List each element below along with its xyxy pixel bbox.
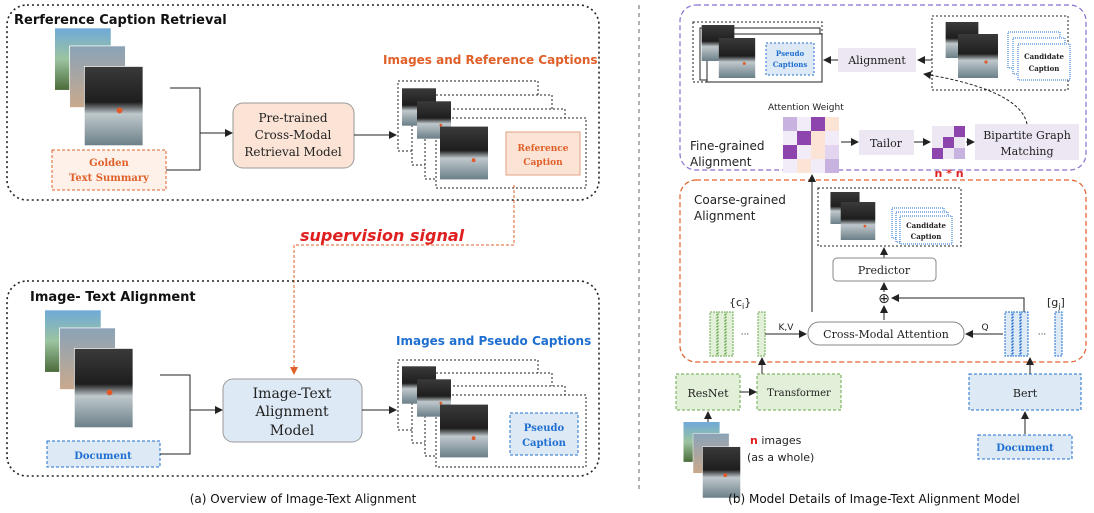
caption-line1: Reference [517, 144, 568, 154]
image-text-alignment-panel: Image- Text Alignment Document Image-Tex… [6, 280, 600, 477]
bert-label: Bert [1013, 387, 1038, 400]
candidate-line2: Caption [911, 232, 942, 241]
caption-line1: Pseudo [524, 423, 565, 434]
candidate-caption-box [1017, 43, 1071, 81]
input-line2: Text Summary [69, 173, 150, 184]
n-star-n-label: n * n [934, 167, 963, 180]
tailor-label: Tailor [870, 137, 903, 150]
candidate-line1: Candidate [1024, 52, 1064, 61]
photo-stack-icon [55, 28, 143, 146]
cross-attention-label: Cross-Modal Attention [823, 328, 949, 341]
image-features [709, 311, 766, 357]
document-box [46, 440, 161, 468]
attention-weight-label: Attention Weight [768, 103, 844, 113]
panel-title: Rerference Caption Retrieval [14, 13, 227, 28]
transformer-label: Transformer [767, 388, 831, 399]
right-figure-caption: (b) Model Details of Image-Text Alignmen… [728, 492, 1020, 506]
coarse-label-line2: Alignment [694, 209, 756, 223]
pseudo-caption-box [509, 412, 579, 456]
resnet-box [675, 373, 741, 411]
golden-text-summary-box [51, 149, 167, 191]
predictor-label: Predictor [858, 264, 911, 277]
text-features [1004, 311, 1063, 357]
q-label: Q [981, 323, 988, 333]
caption-line2: Caption [523, 158, 563, 168]
tailored-matrix [932, 126, 965, 159]
bipartite-matching-box [975, 124, 1079, 160]
gj-label: [gj] [1047, 296, 1065, 311]
model-line2: Cross-Modal [255, 128, 332, 142]
fine-label-line2: Alignment [690, 155, 752, 169]
input-document: Document [74, 451, 132, 462]
candidate-line2: Caption [1029, 64, 1060, 73]
plus-circle-icon: ⊕ [878, 291, 890, 307]
candidate-line1: Candidate [906, 221, 946, 230]
coarse-label-line1: Coarse-grained [694, 193, 786, 207]
model-line3: Retrieval Model [244, 145, 342, 159]
photo-icon [840, 202, 876, 240]
ci-label: {ci} [729, 296, 751, 311]
model-line2: Alignment [254, 404, 329, 420]
kv-label: K,V [779, 323, 795, 333]
output-title: Images and Pseudo Captions [396, 334, 591, 348]
supervision-arrow [290, 185, 515, 375]
bipartite-line2: Matching [1000, 145, 1053, 158]
reference-caption-retrieval-panel: Rerference Caption Retrieval Golden Text… [6, 4, 600, 201]
input-line1: Golden [89, 158, 129, 169]
transformer-box [756, 373, 842, 411]
n-images-label: n images [750, 434, 802, 447]
reference-caption-box [505, 131, 581, 176]
tailor-box [859, 130, 914, 155]
document-label: Document [996, 443, 1054, 454]
fine-label-line1: Fine-grained [690, 139, 765, 153]
dots-label: ··· [741, 330, 750, 340]
fine-grained-alignment-panel: Pseudo Captions Alignment Candidate Capt… [679, 4, 1087, 180]
pseudo-line1: Pseudo [776, 49, 805, 58]
bipartite-line1: Bipartite Graph [983, 129, 1071, 142]
attention-heatmap [783, 117, 839, 173]
dots-label: ··· [1038, 330, 1047, 340]
pseudo-line2: Captions [773, 60, 808, 69]
photo-stack-icon [45, 310, 133, 428]
document-box [977, 434, 1073, 460]
model-line1: Image-Text [253, 386, 332, 402]
model-line3: Model [270, 423, 315, 439]
photo-icon [718, 38, 756, 78]
model-line1: Pre-trained [258, 111, 327, 125]
coarse-grained-alignment-panel: Coarse-grained Alignment Candidate Capti… [679, 174, 1087, 363]
photo-icon [440, 404, 488, 458]
alignment-label: Alignment [847, 54, 906, 67]
images-as-whole-label: (as a whole) [747, 451, 814, 464]
resnet-label: ResNet [688, 387, 730, 400]
candidate-caption-box [899, 215, 953, 245]
photo-icon [958, 34, 998, 78]
output-title: Images and Reference Captions [383, 53, 598, 67]
caption-line2: Caption [522, 438, 567, 449]
left-figure-caption: (a) Overview of Image-Text Alignment [190, 492, 417, 506]
pseudo-captions-box [765, 42, 815, 76]
panel-title: Image- Text Alignment [30, 290, 196, 305]
predictor-box [832, 257, 937, 282]
supervision-signal-label: supervision signal [300, 226, 465, 245]
alignment-box [838, 48, 916, 72]
photo-stack-icon [682, 422, 742, 498]
bert-box [968, 373, 1082, 411]
cross-modal-attention-box [807, 321, 965, 346]
photo-icon [440, 126, 488, 180]
